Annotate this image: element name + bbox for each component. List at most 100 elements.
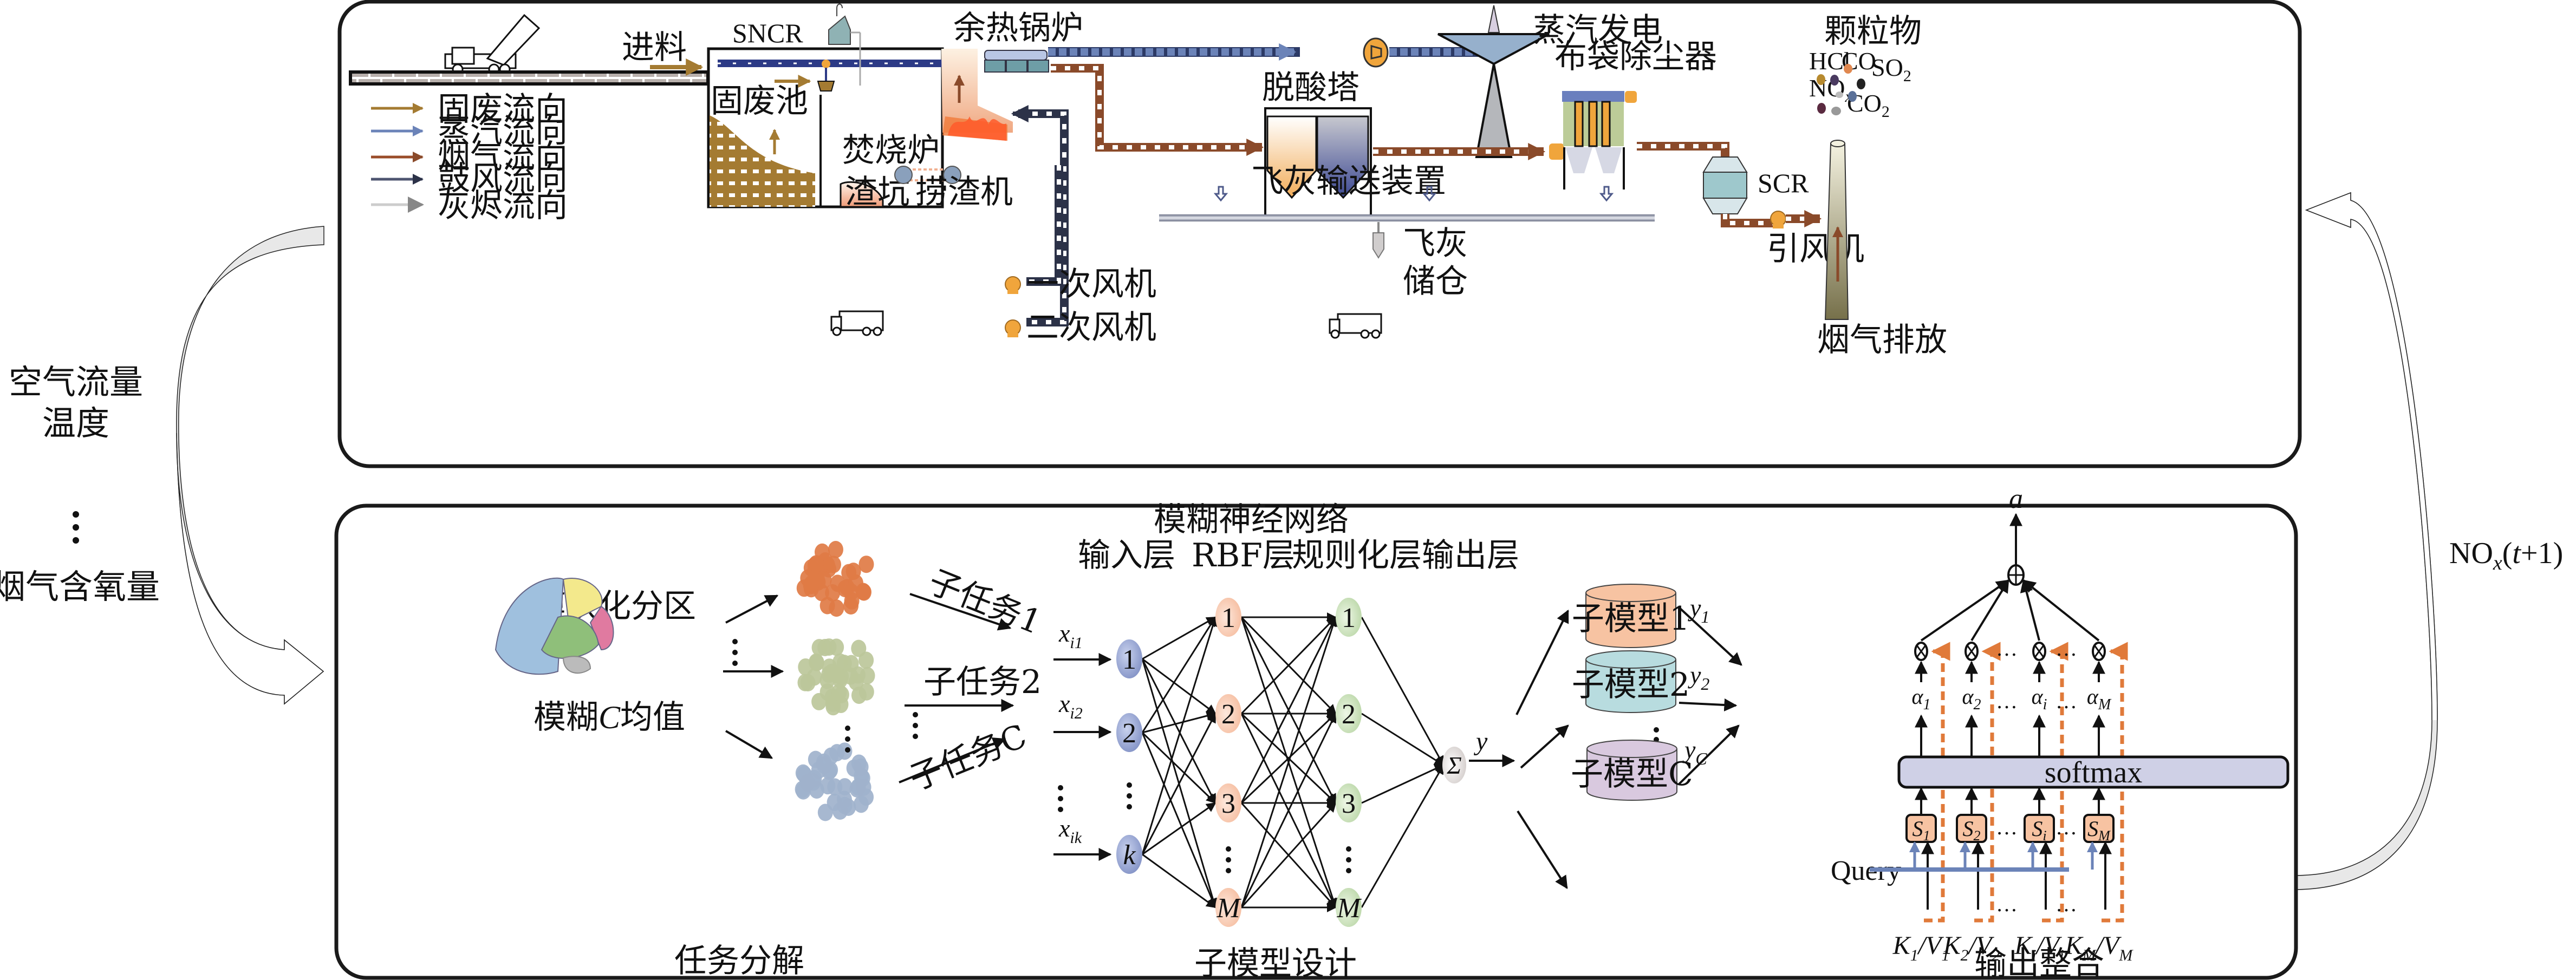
fly-ash-pipe — [1159, 214, 1655, 221]
weighted-edge — [1970, 579, 2009, 642]
secondary-fan-label: 二次风机 — [1026, 309, 1156, 347]
cluster-point — [819, 671, 835, 689]
scr-reactor-icon — [1702, 156, 1748, 214]
cluster-point — [825, 556, 841, 573]
submodels: 子模型1 子模型2 子模型C y1 y2 yC — [1571, 584, 1742, 801]
fnn-edge — [1240, 616, 1337, 715]
fnn-edge — [1142, 658, 1217, 715]
attention-weight: αM — [2087, 684, 2112, 713]
svg-text:颗粒物: 颗粒物 — [1824, 12, 1922, 50]
fly-ash-silo-label-2: 储仓 — [1403, 263, 1468, 300]
steam-turbine-icon — [1363, 37, 1389, 68]
incineration-plant: 固废池 SNCR 焚烧炉 渣坑 捞渣机 余热锅炉 — [707, 3, 1083, 326]
horizontal-ellipsis: … — [2055, 892, 2077, 916]
input-flow-arrow — [176, 226, 324, 705]
node-label: 3 — [1342, 788, 1356, 819]
task-decomposition-label: 任务分解 — [674, 942, 804, 980]
subtask-1-label: 子任务1 — [923, 563, 1047, 642]
horizontal-ellipsis: … — [1996, 892, 2018, 916]
node-label: 2 — [1221, 699, 1235, 730]
fnn-title: 模糊神经网络 — [1154, 501, 1349, 539]
fnn-edge — [1141, 732, 1217, 909]
vertical-ellipsis — [1226, 846, 1231, 873]
attention-weight: α2 — [1962, 684, 1981, 713]
brain-icon — [495, 577, 614, 675]
fnn-edge — [1240, 713, 1337, 908]
fnn-edge — [1141, 616, 1217, 733]
cluster-point — [860, 667, 875, 684]
input-temperature: 温度 — [42, 403, 109, 443]
vertical-ellipsis — [1346, 846, 1351, 873]
cluster-point — [858, 556, 874, 573]
norm-node: 3 — [1336, 783, 1362, 822]
fnn-output-var: y — [1473, 727, 1488, 756]
fly-ash-down-arrows — [1213, 186, 1614, 202]
cluster-point — [822, 658, 837, 676]
deacid-tower-label: 脱酸塔 — [1262, 69, 1359, 107]
cluster-2 — [797, 638, 875, 716]
cluster-point — [817, 803, 833, 821]
feed-label: 进料 — [622, 29, 687, 67]
fnn-edge — [1361, 713, 1445, 766]
sum-operator-icon — [2007, 564, 2025, 586]
node-label: M — [1216, 893, 1241, 924]
bag-filter-label: 布袋除尘器 — [1554, 38, 1717, 76]
fnn-edge — [1240, 616, 1337, 803]
legend-item-ash: 灰烬流向 — [371, 187, 568, 225]
cluster-point — [795, 780, 810, 798]
induced-fan-label: 引风机 — [1767, 230, 1864, 268]
legend-item-steam: 蒸汽流向 — [371, 112, 568, 150]
vertical-ellipsis — [1127, 782, 1132, 809]
cluster-point — [811, 692, 827, 710]
stack-label: 烟气排放 — [1817, 321, 1947, 359]
boiler-icon — [984, 50, 1049, 73]
cluster-point — [829, 599, 844, 617]
input-var-2: xi2 — [1058, 690, 1083, 722]
fly-ash-truck-icon — [1329, 313, 1382, 339]
svg-text:HCl: HCl — [1809, 47, 1851, 75]
cluster-1 — [796, 540, 874, 617]
multiply-operator-icon — [1964, 642, 1979, 661]
layer-label-output: 输出层 — [1422, 537, 1519, 574]
bag-filter-icon — [1549, 91, 1637, 190]
fnn-edge — [1361, 617, 1445, 766]
task-decomposition: 模块化分区 模糊C均值 子任务1 子任务2 子任务C 任务分解 — [495, 540, 1047, 980]
fnn-edge — [1141, 658, 1217, 804]
input-node: 2 — [1116, 713, 1142, 752]
fnn-edge — [1142, 711, 1217, 734]
attention-weight: α1 — [1912, 684, 1931, 713]
cluster-point — [816, 571, 832, 589]
horizontal-ellipsis: … — [2055, 815, 2077, 839]
key-value-label: K1/V1 — [1892, 931, 1950, 964]
svg-text:灰烬流向: 灰烬流向 — [438, 187, 568, 225]
slag-truck-icon — [830, 310, 884, 336]
sncr-tank-icon — [828, 3, 861, 86]
input-variables: 空气流量 温度 烟气含氧量 — [0, 362, 160, 606]
svg-text:子模型2: 子模型2 — [1572, 666, 1690, 704]
cluster-point — [800, 674, 816, 692]
cluster-point — [811, 761, 827, 779]
deacid-tower-icon — [1264, 107, 1372, 218]
input-air-flow: 空气流量 — [9, 362, 143, 402]
legend-item-blower: 鼓风流向 — [371, 160, 568, 198]
layer-label-norm: 规则化层 — [1292, 537, 1422, 574]
fly-ash-silo-icon — [1372, 222, 1384, 259]
final-output-var: a — [2009, 484, 2023, 514]
svg-text:鼓风流向: 鼓风流向 — [438, 160, 568, 198]
multiply-operator-icon — [2092, 642, 2106, 661]
vertical-ellipsis — [73, 511, 79, 544]
fnn-edge — [1142, 853, 1217, 909]
emissions: 颗粒物 HCl CO SO2 NOx CO2 — [1809, 12, 1922, 121]
legend-item-solid-waste: 固废流向 — [371, 90, 568, 128]
node-label: 2 — [1122, 718, 1136, 749]
cluster-point — [850, 778, 866, 796]
cluster-point — [831, 683, 847, 701]
feed-conveyor — [349, 70, 710, 86]
svg-text:SO2: SO2 — [1871, 54, 1911, 85]
key-value-label: K2/V2 — [1943, 931, 2000, 964]
dump-truck-icon — [444, 14, 541, 75]
fly-ash-silo-label-1: 飞灰 — [1403, 225, 1468, 263]
score-label: S2 — [1963, 816, 1981, 844]
sum-node: Σ — [1442, 747, 1466, 783]
